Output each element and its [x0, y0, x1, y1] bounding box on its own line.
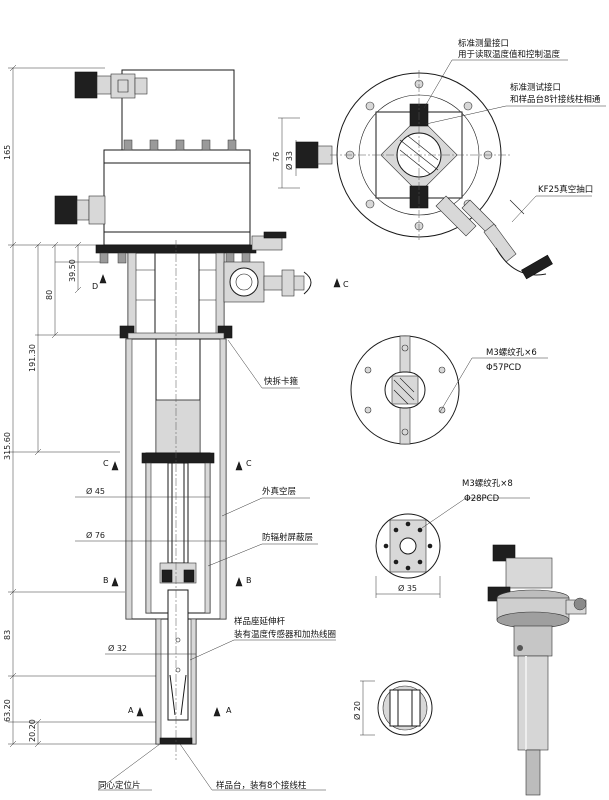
left-dimension-chain: 165 315.60 83 63.20 191.30 80 39.50 20.2… [3, 64, 160, 748]
label-std-test: 标准测试接口 [510, 82, 561, 93]
section-c-right: C [343, 280, 349, 289]
side-connector-icon [54, 195, 78, 225]
dim-dia76: Ø 76 [86, 530, 105, 540]
label-concentric: 同心定位片 [98, 780, 141, 791]
section-a-left: A [128, 706, 134, 715]
dim-63: 63.20 [3, 699, 12, 722]
dim-top33: Ø 33 [284, 151, 294, 170]
label-kf25: KF25真空抽口 [538, 184, 593, 195]
section-view-1: M3螺纹孔×6 Φ57PCD [350, 335, 548, 445]
label-quick-clamp: 快拆卡箍 [264, 376, 299, 387]
dim-165: 165 [3, 145, 12, 160]
dim-83: 83 [3, 630, 12, 640]
label-sample-rod: 样品座延伸杆 [234, 616, 286, 627]
label-std-measure: 标准测量接口 [458, 38, 509, 49]
section-b-right: B [246, 576, 252, 585]
main-diameter-dims: Ø 45 Ø 76 Ø 32 [75, 486, 226, 655]
top-view: 76 Ø 33 标准 [272, 38, 606, 280]
section-view-2: M3螺纹孔×8 Φ28PCD Ø 35 [375, 478, 530, 598]
label-stage: 样品台，装有8个接线柱 [216, 780, 307, 791]
label-outer-vacuum: 外真空层 [262, 486, 296, 497]
label-sample-rod-desc: 装有温度传感器和加热线圈 [234, 629, 336, 640]
label-pcd57: Φ57PCD [486, 363, 522, 373]
dim-dia35: Ø 35 [398, 583, 417, 593]
head-flange [103, 149, 251, 246]
section-c-mid: C [246, 459, 252, 468]
section-marks: D C C C B B A A [92, 274, 349, 717]
dim-20: 20.20 [28, 719, 37, 742]
dim-dia20: Ø 20 [352, 701, 362, 720]
section-d-left: D [92, 282, 98, 291]
section-c-left: C [103, 459, 109, 468]
dim-dia45: Ø 45 [86, 486, 105, 496]
section-b-left: B [103, 576, 109, 585]
label-std-measure-desc: 用于读取温度值和控制温度 [458, 49, 561, 60]
product-render [487, 544, 587, 796]
label-std-test-desc: 和样品台8针接线柱相通 [510, 94, 601, 105]
top-connector-icon [74, 71, 98, 99]
dim-top76: 76 [272, 152, 281, 162]
kf25-port [435, 195, 553, 280]
dim-315: 315.60 [3, 432, 12, 460]
label-pcd28: Φ28PCD [464, 494, 500, 504]
label-m3-6: M3螺纹孔×6 [486, 347, 537, 358]
main-section-view [54, 69, 312, 760]
dim-dia32: Ø 32 [108, 643, 127, 653]
dim-80: 80 [45, 290, 54, 300]
label-radiation-shield: 防辐射屏蔽层 [262, 532, 313, 543]
section-view-3: Ø 20 [352, 680, 433, 736]
dim-39: 39.50 [68, 259, 77, 282]
label-m3-8: M3螺纹孔×8 [462, 478, 513, 489]
valve-assembly [223, 231, 312, 303]
section-a-right: A [226, 706, 232, 715]
top-view-connector-icon [295, 141, 319, 169]
main-callouts: 快拆卡箍 外真空层 防辐射屏蔽层 样品座延伸杆 装有温度传感器和加热线圈 同心定… [97, 339, 336, 791]
dim-191: 191.30 [28, 344, 37, 372]
render-connector-icon [492, 544, 516, 562]
